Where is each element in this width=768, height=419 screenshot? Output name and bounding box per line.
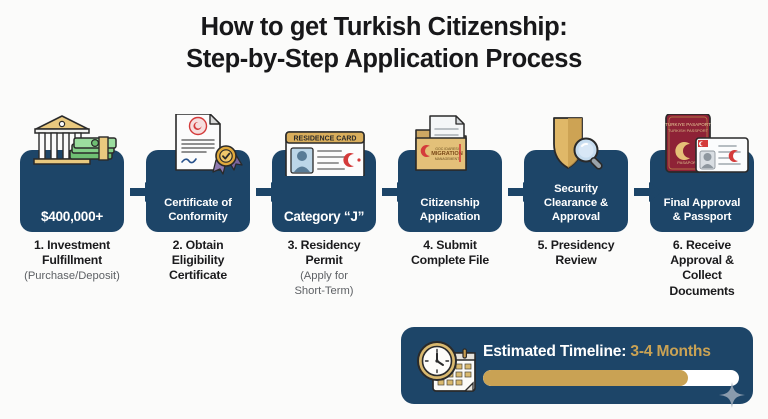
step-5-card[interactable]: Security Clearance & Approval <box>524 150 628 232</box>
process-steps-row: $400,000+ 1. Investment Fulfillment (Pur… <box>0 108 768 308</box>
step-4-card-label: Citizenship Application <box>419 197 481 223</box>
timeline-label-row: Estimated Timeline: 3-4 Months <box>483 343 739 361</box>
step-6-caption: 6. Receive Approval & Collect Documents <box>636 238 768 300</box>
clock-calendar-icon <box>415 337 477 395</box>
arrow-3-to-4 <box>382 180 410 204</box>
step-3-caption-main: 3. Residency Permit <box>287 238 361 268</box>
step-4[interactable]: GOC IDARESI MIGRATION MANAGEMENT Citizen… <box>390 108 510 308</box>
step-1-card-label: $400,000+ <box>41 209 103 224</box>
step-6-card[interactable]: Final Approval & Passport <box>650 150 754 232</box>
step-3[interactable]: RESIDENCE CARD Category “J” <box>264 108 384 308</box>
step-2-card[interactable]: Certificate of Conformity <box>146 150 250 232</box>
step-3-caption-sub: (Apply for Short-Term) <box>294 270 354 297</box>
title-line-1: How to get Turkish Citizenship: <box>200 13 568 41</box>
arrow-2-to-3 <box>256 180 284 204</box>
step-6-caption-main: 6. Receive Approval & Collect Documents <box>669 238 735 298</box>
step-2-card-label: Certificate of Conformity <box>164 197 232 223</box>
step-6[interactable]: TURKIYE PASAPORT TURKISH PASSPORT PASAPO… <box>642 108 762 308</box>
step-4-card[interactable]: Citizenship Application <box>398 150 502 232</box>
step-6-card-label: Final Approval & Passport <box>663 197 741 223</box>
sparkle-icon <box>719 382 745 408</box>
arrow-1-to-2 <box>130 180 158 204</box>
step-2-caption-main: 2. Obtain Eligibility Certificate <box>169 238 227 283</box>
step-3-card-label: Category “J” <box>283 209 365 224</box>
step-2[interactable]: Certificate of Conformity 2. Obtain Elig… <box>138 108 258 308</box>
title-line-2: Step-by-Step Application Process <box>186 45 582 73</box>
step-5-caption-main: 5. Presidency Review <box>537 238 615 268</box>
step-1-caption: 1. Investment Fulfillment (Purchase/Depo… <box>6 238 138 284</box>
step-2-caption: 2. Obtain Eligibility Certificate <box>132 238 264 285</box>
timeline-content: Estimated Timeline: 3-4 Months <box>477 343 739 388</box>
step-3-card[interactable]: Category “J” <box>272 150 376 232</box>
arrow-5-to-6 <box>634 180 662 204</box>
step-1-card[interactable]: $400,000+ <box>20 150 124 232</box>
timeline-label: Estimated Timeline: <box>483 343 627 360</box>
svg-text:TURKIYE PASAPORT: TURKIYE PASAPORT <box>665 122 711 127</box>
step-1[interactable]: $400,000+ 1. Investment Fulfillment (Pur… <box>12 108 132 308</box>
estimated-timeline-banner: Estimated Timeline: 3-4 Months <box>401 327 753 408</box>
page-title: How to get Turkish Citizenship: Step-by-… <box>0 0 768 75</box>
step-5[interactable]: Security Clearance & Approval 5. Preside… <box>516 108 636 308</box>
timeline-value: 3-4 Months <box>630 343 711 360</box>
step-4-caption: 4. Submit Complete File <box>384 238 516 269</box>
step-3-caption: 3. Residency Permit (Apply for Short-Ter… <box>258 238 390 298</box>
svg-text:TURKISH PASSPORT: TURKISH PASSPORT <box>668 128 709 133</box>
timeline-progress-track <box>483 370 739 386</box>
step-4-caption-main: 4. Submit Complete File <box>410 238 490 268</box>
step-1-caption-main: 1. Investment Fulfillment <box>34 238 110 268</box>
arrow-4-to-5 <box>508 180 536 204</box>
step-5-card-label: Security Clearance & Approval <box>543 183 609 223</box>
step-1-caption-sub: (Purchase/Deposit) <box>24 270 120 283</box>
timeline-progress-fill <box>483 370 688 386</box>
residence-card-title: RESIDENCE CARD <box>293 135 356 142</box>
step-5-caption: 5. Presidency Review <box>510 238 642 269</box>
